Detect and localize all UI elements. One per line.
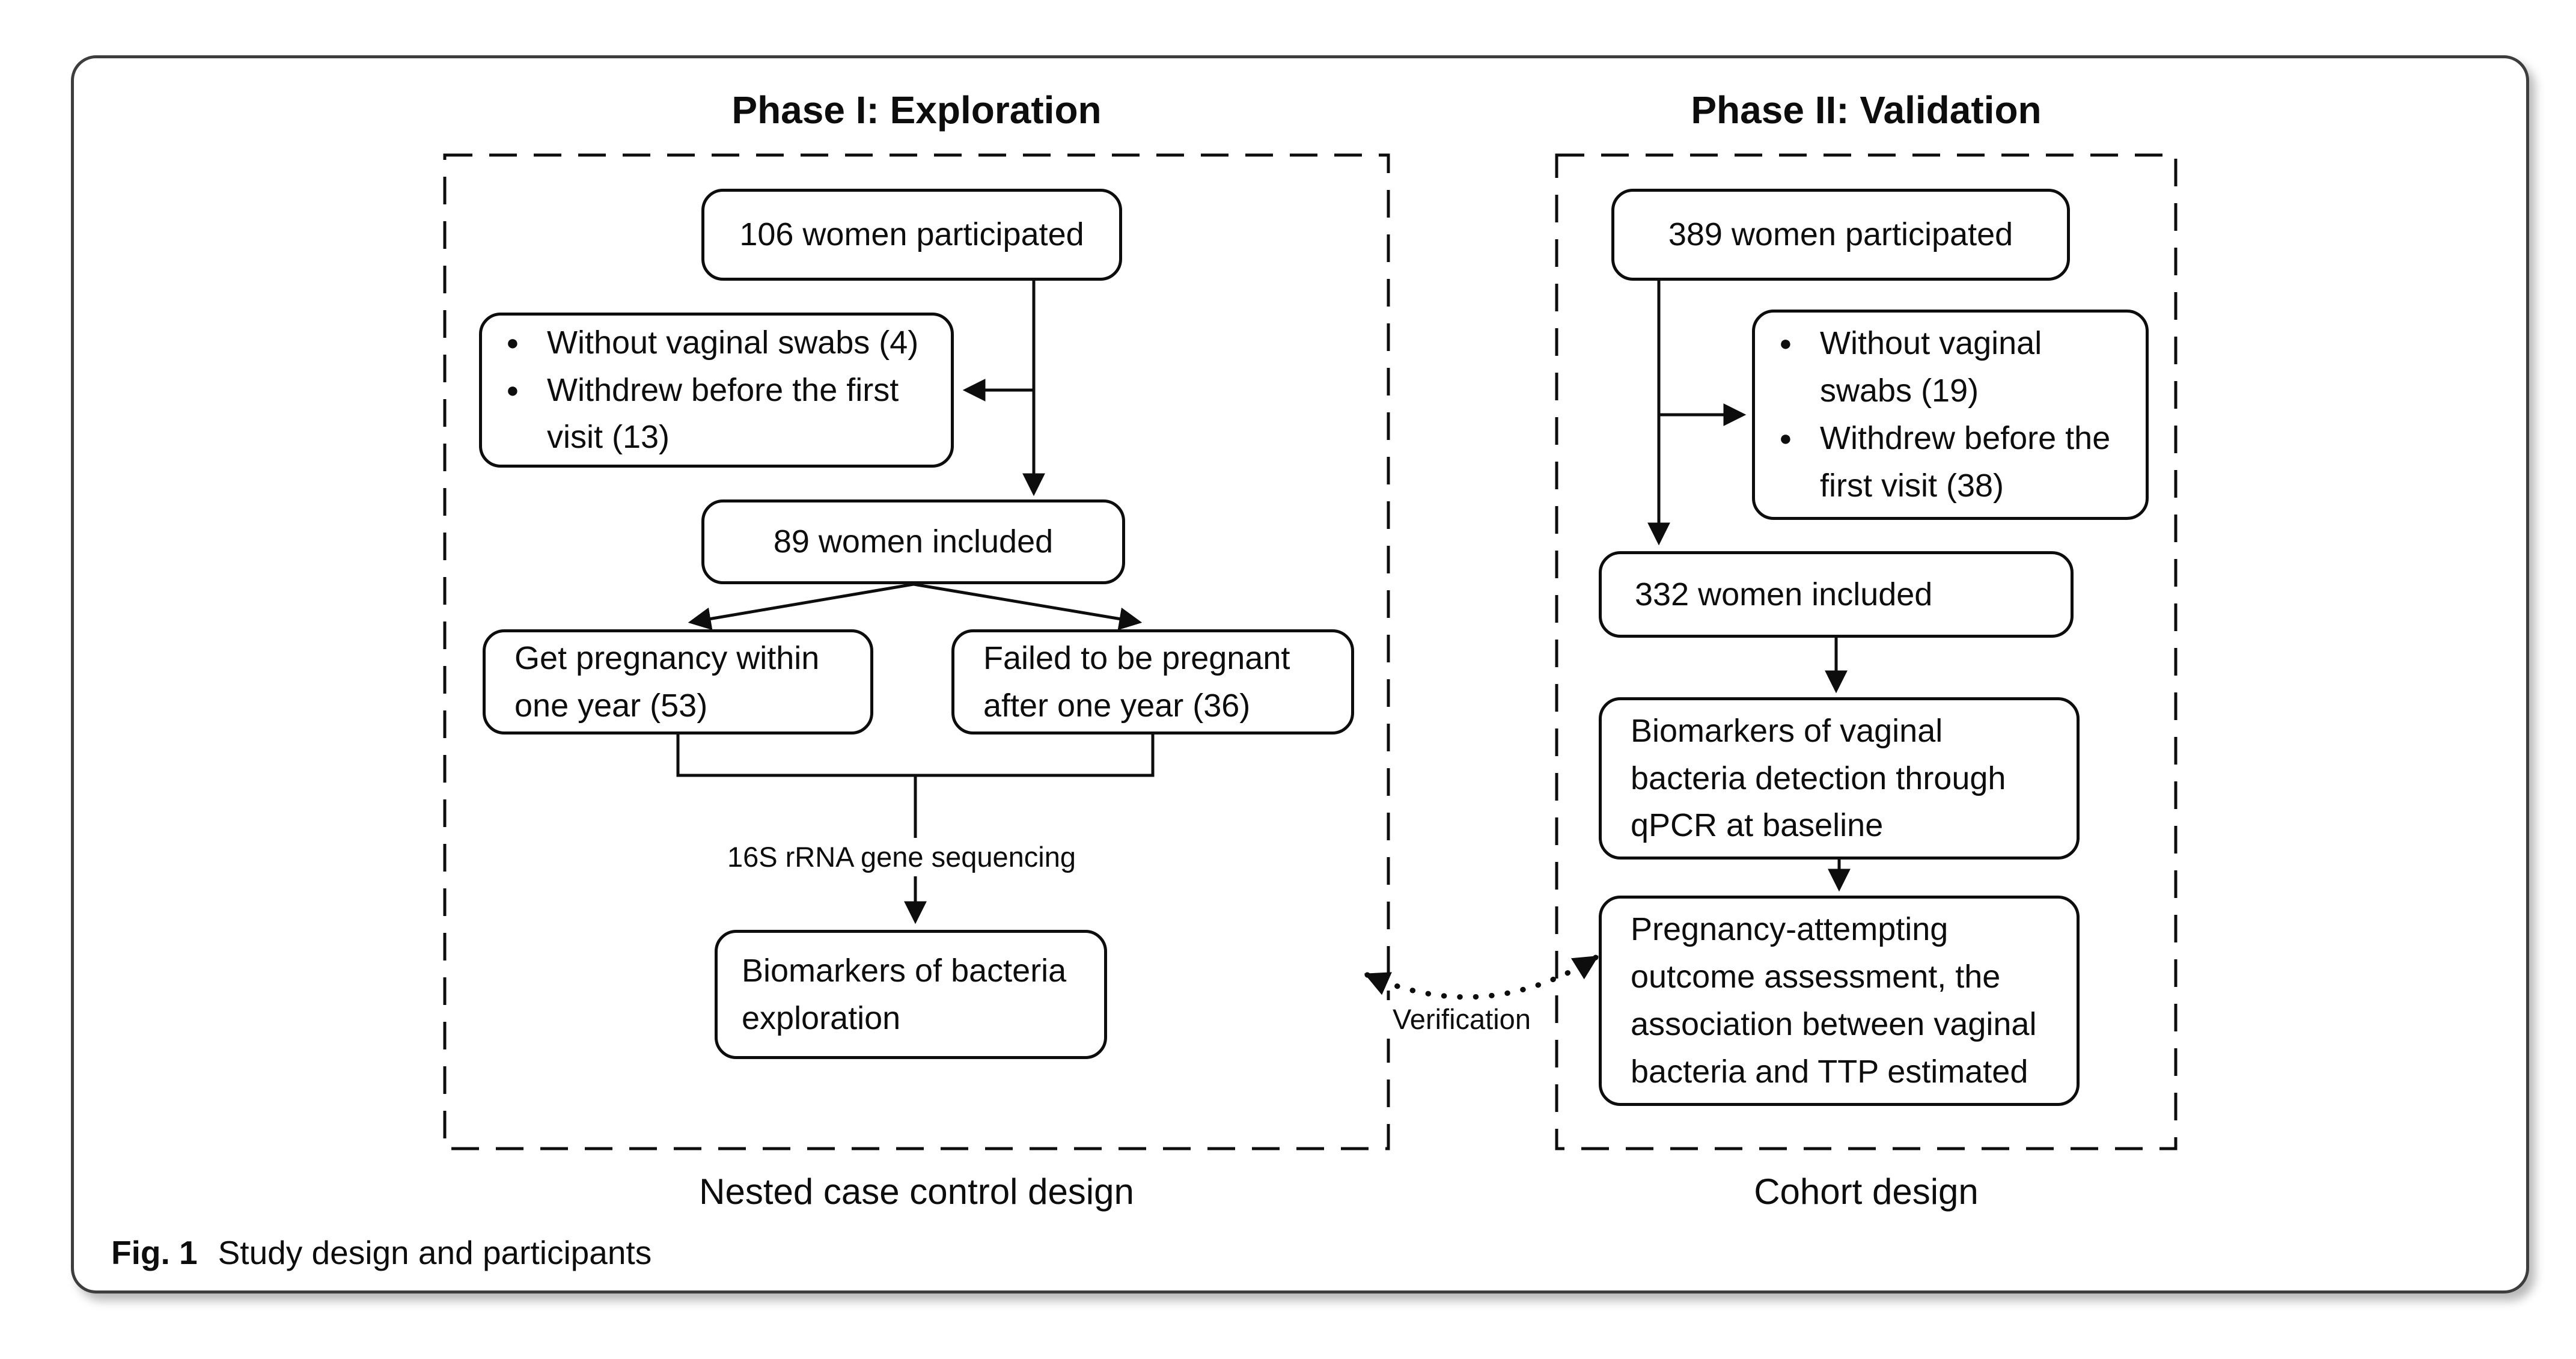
phase1-included-text: 89 women included (773, 524, 1054, 560)
phase2-qpcr-text: Biomarkers of vaginal bacteria detection… (1631, 712, 2006, 844)
phase1-excluded-item-2: ● Withdrew before the first visit (13) (506, 367, 936, 462)
phase1-excluded-item-1: ● Without vaginal swabs (4) (506, 319, 936, 367)
phase1-pregnant-text: Get pregnancy within one year (53) (514, 640, 820, 724)
phase1-excluded-box: ● Without vaginal swabs (4) ● Withdrew b… (479, 313, 954, 468)
phase2-design-label: Cohort design (1754, 1171, 1979, 1212)
phase1-participated-box: 106 women participated (701, 189, 1122, 281)
figure-caption: Fig. 1 Study design and participants (111, 1233, 652, 1272)
sequencing-label: 16S rRNA gene sequencing (721, 838, 1082, 877)
phase1-not-pregnant-text: Failed to be pregnant after one year (36… (983, 640, 1290, 724)
phase1-not-pregnant-box: Failed to be pregnant after one year (36… (951, 629, 1354, 734)
bullet-icon: ● (506, 329, 519, 355)
phase2-dashed-region (1555, 153, 2178, 1150)
phase2-participated-box: 389 women participated (1611, 189, 2070, 281)
bullet-icon: ● (1779, 331, 1792, 356)
bullet-icon: ● (1779, 426, 1792, 450)
phase2-outcome-box: Pregnancy-attempting outcome assessment,… (1599, 896, 2080, 1106)
phase1-biomarkers-text: Biomarkers of bacteria exploration (742, 952, 1067, 1036)
arrow-included-to-pregnant (688, 582, 914, 631)
phase2-included-box: 332 women included (1599, 551, 2074, 638)
bullet-icon: ● (506, 377, 519, 402)
phase1-included-box: 89 women included (701, 499, 1125, 584)
phase2-excluded-item-1: ● Without vaginal swabs (19) (1779, 320, 2131, 415)
phase1-dashed-region (443, 153, 1390, 1150)
phase1-participated-text: 106 women participated (739, 216, 1084, 253)
phase2-excluded-item-2-text: Withdrew before the first visit (38) (1820, 420, 2111, 504)
phase2-excluded-box: ● Without vaginal swabs (19) ● Withdrew … (1752, 310, 2149, 520)
phase2-title: Phase II: Validation (1691, 88, 2042, 132)
phase1-biomarkers-box: Biomarkers of bacteria exploration (715, 930, 1107, 1059)
phase2-excluded-item-1-text: Without vaginal swabs (19) (1820, 325, 2042, 409)
figure-caption-label: Fig. 1 (111, 1234, 198, 1271)
phase1-title: Phase I: Exploration (731, 88, 1102, 132)
figure-caption-text: Study design and participants (218, 1234, 652, 1271)
phase2-included-text: 332 women included (1635, 576, 1933, 612)
phase2-qpcr-box: Biomarkers of vaginal bacteria detection… (1599, 697, 2080, 860)
phase1-excluded-item-2-text: Withdrew before the first visit (13) (547, 371, 899, 456)
phase2-excluded-item-2: ● Withdrew before the first visit (38) (1779, 415, 2131, 510)
arrow-included-to-notpregnant (913, 582, 1143, 631)
verification-dotted-arrow (1364, 954, 1599, 1000)
phase2-outcome-text: Pregnancy-attempting outcome assessment,… (1631, 911, 2037, 1090)
verification-label: Verification (1387, 1000, 1537, 1039)
phase1-design-label: Nested case control design (699, 1171, 1134, 1212)
phase2-participated-text: 389 women participated (1668, 216, 2013, 253)
phase1-excluded-item-1-text: Without vaginal swabs (4) (547, 324, 919, 361)
phase1-pregnant-box: Get pregnancy within one year (53) (483, 629, 873, 734)
bracket-merge (676, 734, 1155, 777)
